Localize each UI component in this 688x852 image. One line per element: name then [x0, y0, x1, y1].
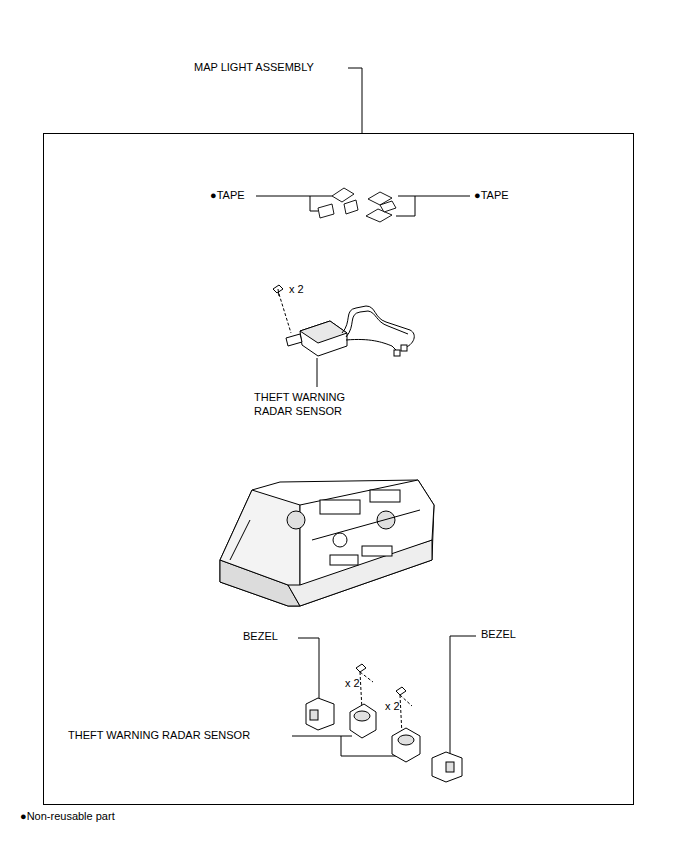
assembly-title: MAP LIGHT ASSEMBLY [194, 61, 314, 74]
map-light-housing [220, 480, 434, 606]
part-label: BEZEL [243, 630, 278, 643]
part-label: x 2 [345, 677, 360, 690]
part-label: ●Non-reusable part [20, 810, 115, 823]
part-label: THEFT WARNING RADAR SENSOR [254, 390, 362, 418]
part-label: BEZEL [481, 628, 516, 641]
bezel-sensor-drawing [306, 664, 462, 782]
part-label: ●TAPE [210, 189, 245, 202]
part-label: ●TAPE [474, 189, 509, 202]
assembly-frame: MAP LIGHT ASSEMBLY [43, 133, 634, 805]
leader-line [348, 68, 362, 133]
part-label: x 2 [289, 283, 304, 296]
part-label: THEFT WARNING RADAR SENSOR [68, 729, 250, 742]
radar-sensor-drawing [273, 285, 414, 387]
leader-line [396, 196, 470, 216]
part-label: x 2 [385, 700, 400, 713]
leader-line [292, 636, 476, 756]
tape-pieces [318, 188, 396, 222]
